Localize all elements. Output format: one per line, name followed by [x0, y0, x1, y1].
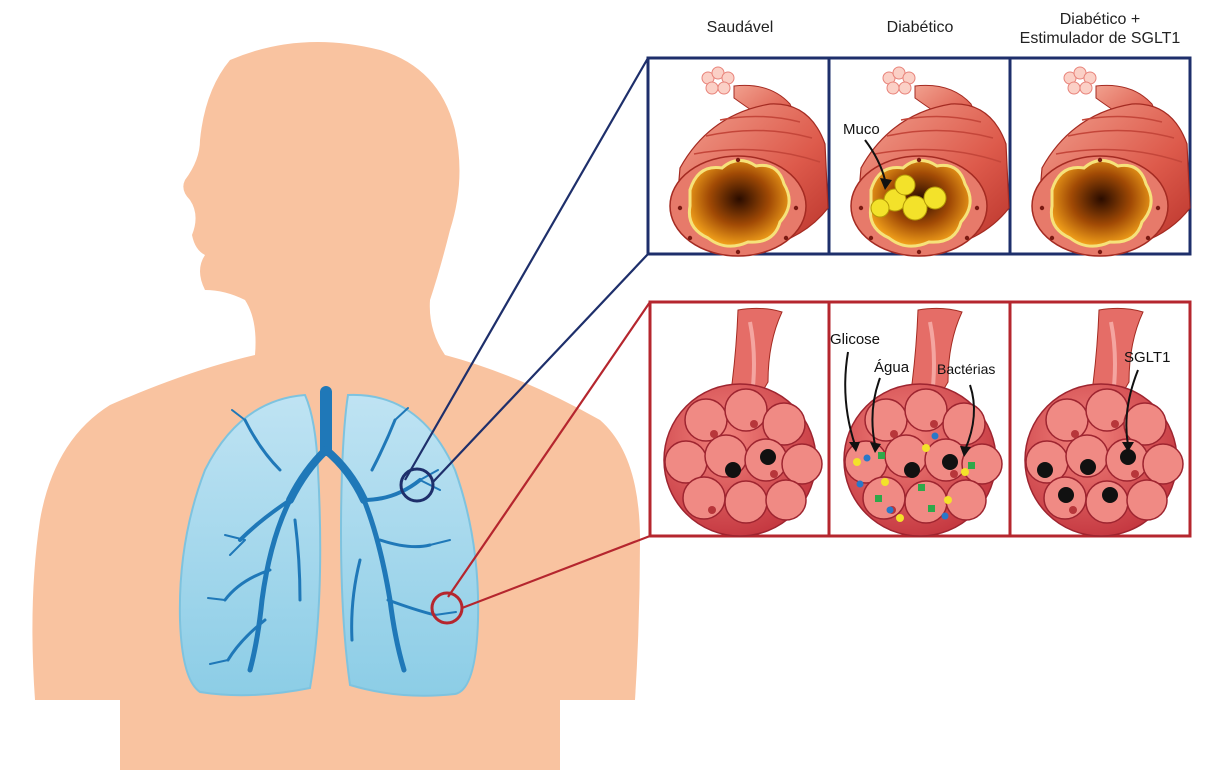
column-header-treated-line1: Diabético +	[1000, 10, 1200, 29]
sglt1-label: SGLT1	[1124, 349, 1170, 366]
airway-panels	[648, 58, 1190, 256]
alveoli-panels	[650, 302, 1190, 536]
column-header-diabetic: Diabético	[840, 18, 1000, 37]
column-header-treated: Diabético + Estimulador de SGLT1	[1000, 10, 1200, 48]
column-header-healthy: Saudável	[660, 18, 820, 37]
bacteria-label: Bactérias	[937, 361, 995, 377]
sglt1-transporter	[1058, 487, 1074, 503]
sglt1-transporter	[1102, 487, 1118, 503]
water-label: Água	[874, 359, 910, 376]
glucose-label: Glicose	[830, 331, 880, 348]
human-silhouette	[32, 42, 640, 770]
column-header-treated-line2: Estimulador de SGLT1	[1000, 29, 1200, 48]
sglt1-transporter	[942, 454, 958, 470]
sglt1-transporter	[725, 462, 741, 478]
mucus-label: Muco	[843, 121, 880, 138]
sglt1-transporter	[1080, 459, 1096, 475]
sglt1-transporter	[760, 449, 776, 465]
sglt1-transporter	[1037, 462, 1053, 478]
body-shape	[32, 42, 640, 770]
sglt1-transporter	[904, 462, 920, 478]
